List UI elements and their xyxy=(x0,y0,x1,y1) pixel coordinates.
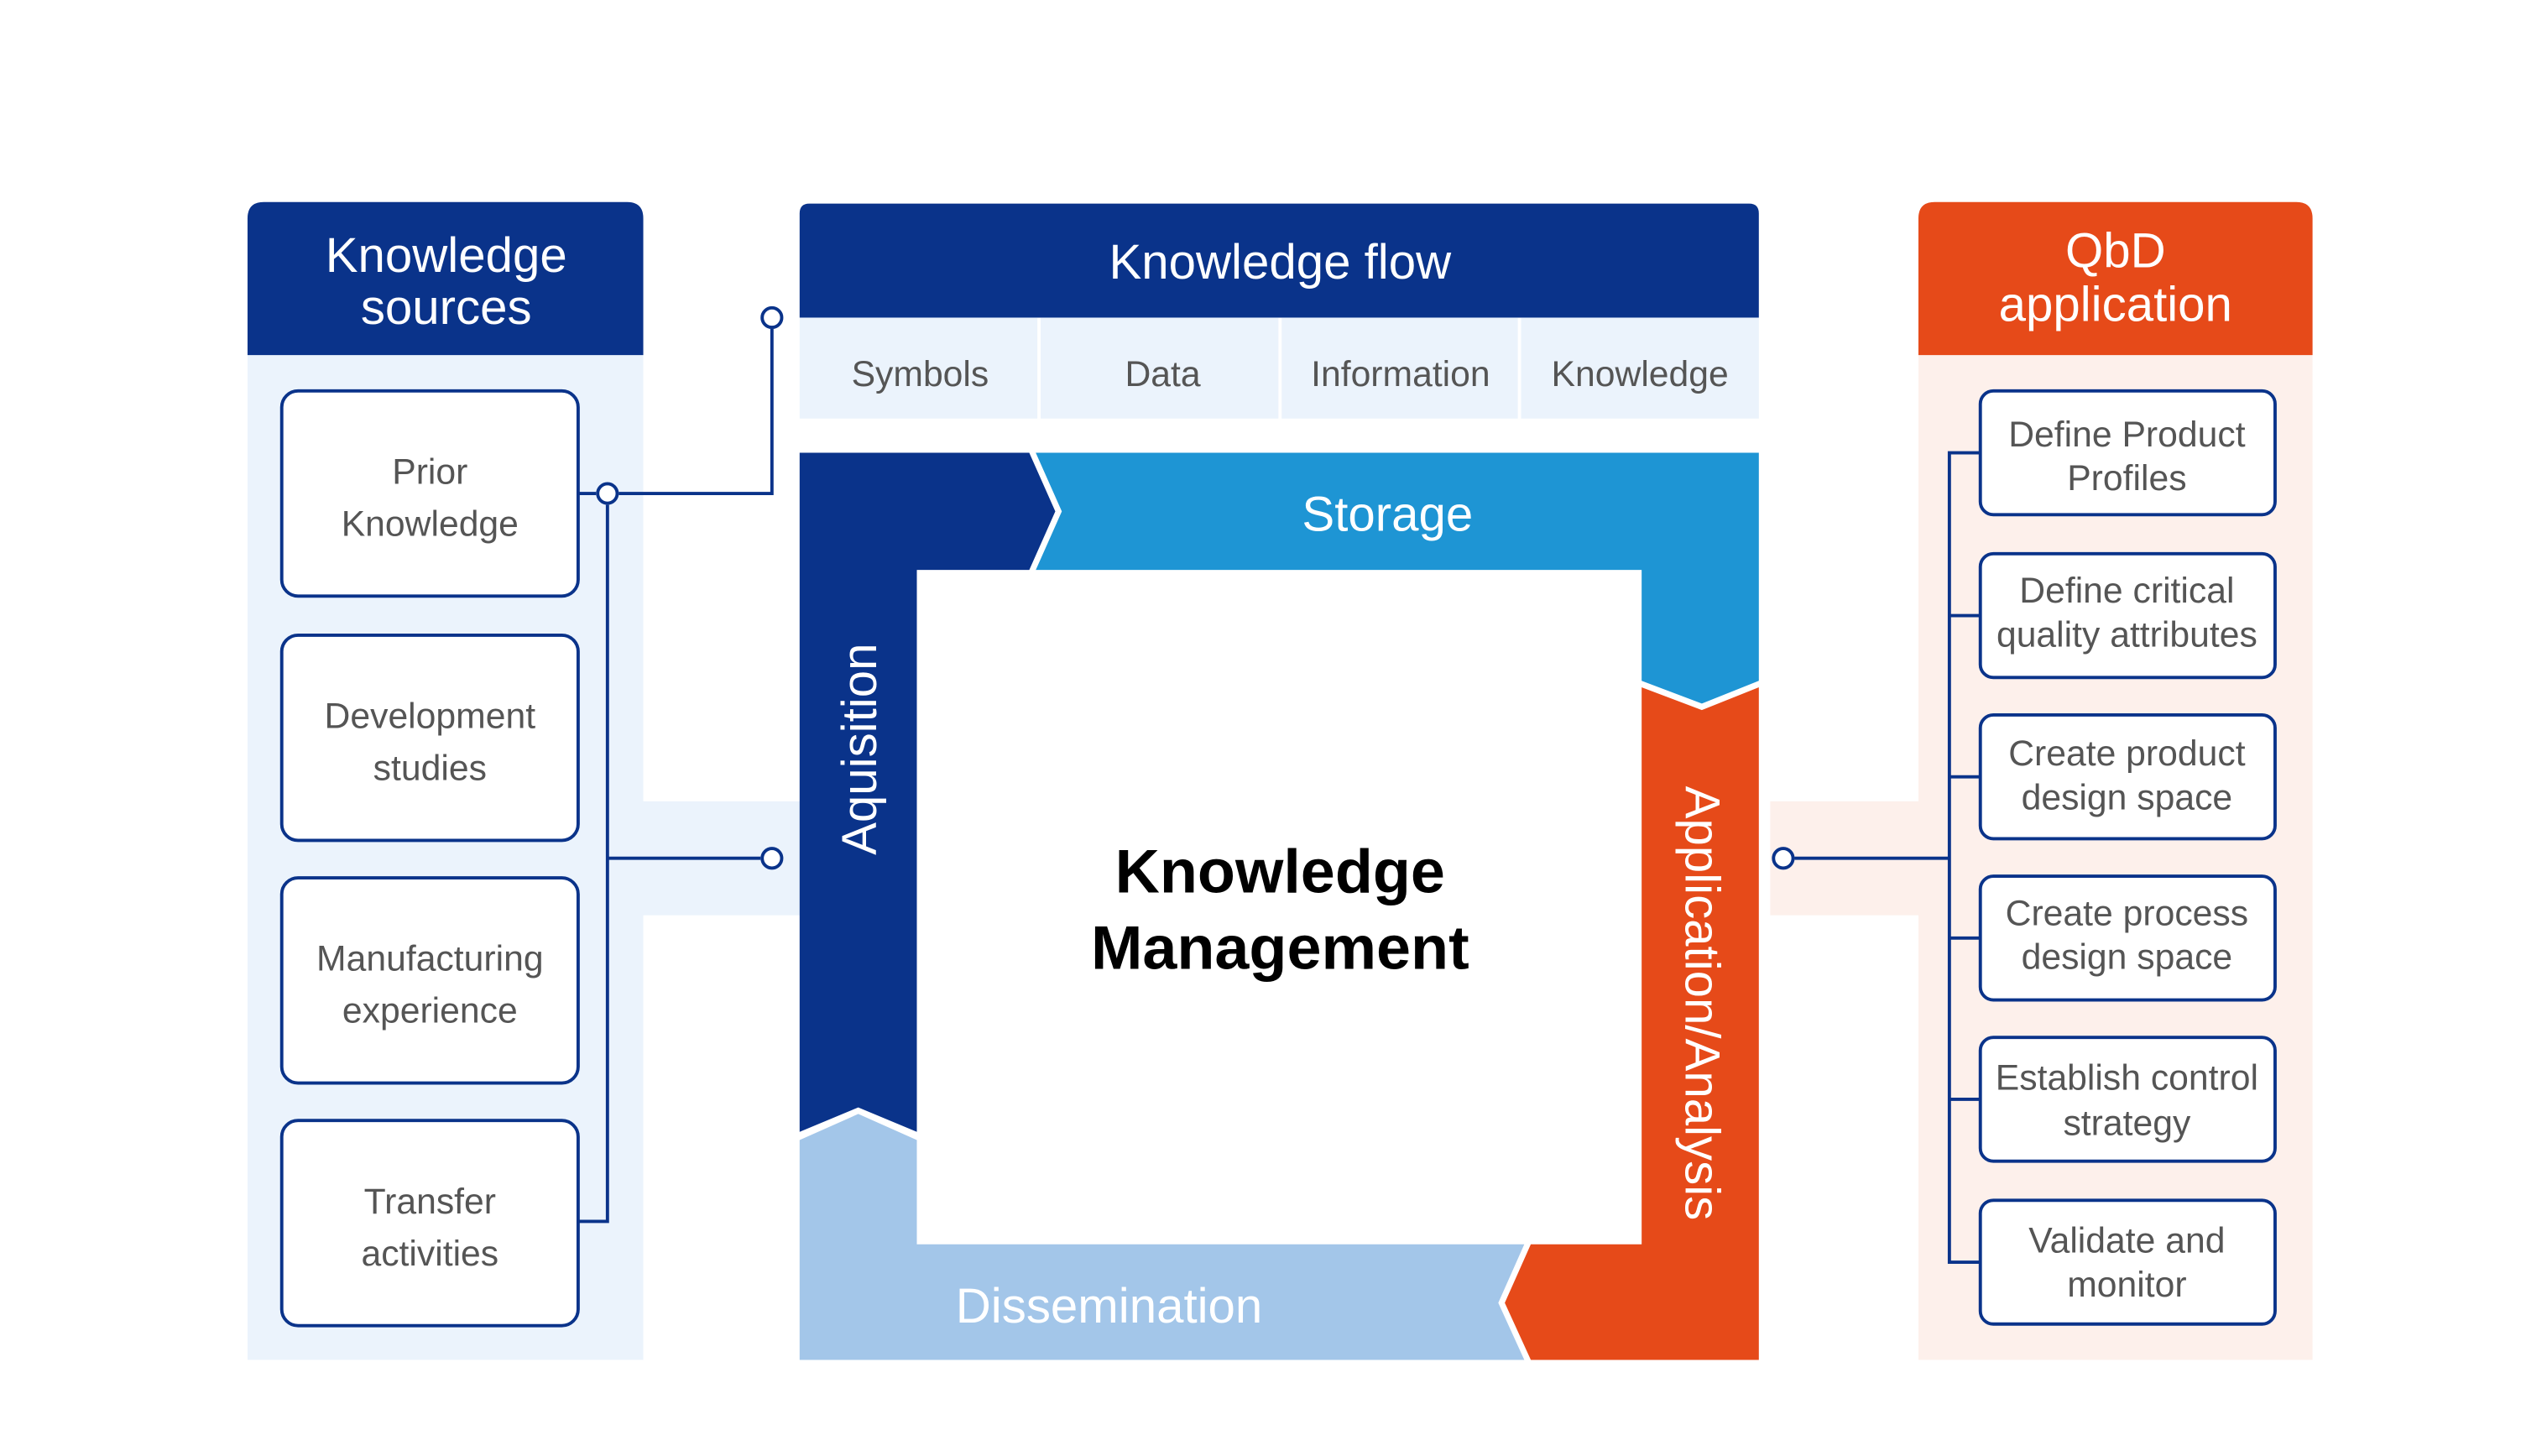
knowledge-management-cycle: Storage Dissemination Aquisition Applica… xyxy=(799,452,1759,1360)
qbd-connector-lines xyxy=(1794,451,1981,1264)
qbd-item-line2: monitor xyxy=(2067,1265,2186,1305)
qbd-item[interactable]: Create product design space xyxy=(1978,713,2277,841)
cycle-label-storage: Storage xyxy=(1302,488,1473,542)
source-item-line2: experience xyxy=(342,991,518,1031)
flow-stage-data: Data xyxy=(1125,354,1200,394)
knowledge-flow-title: Knowledge flow xyxy=(1109,235,1452,290)
source-item-line1: Transfer xyxy=(364,1182,496,1222)
qbd-item-line1: Create product xyxy=(2008,733,2246,774)
knowledge-sources-title-line1: Knowledge xyxy=(326,228,567,283)
qbd-title-line2: application xyxy=(1999,277,2232,331)
source-item[interactable]: Transfer activities xyxy=(279,1119,580,1328)
qbd-item-line2: strategy xyxy=(2063,1104,2191,1144)
center-title-line2: Management xyxy=(1091,913,1469,983)
knowledge-flow-stages: Symbols Data Information Knowledge xyxy=(799,317,1759,419)
source-item[interactable]: Development studies xyxy=(279,633,580,843)
connector-node-icon xyxy=(1772,847,1795,870)
qbd-item-line1: Validate and xyxy=(2028,1220,2225,1260)
qbd-item-line1: Define Product xyxy=(2008,415,2246,455)
flow-stage-cell xyxy=(799,317,1038,419)
knowledge-flow-panel: Knowledge flow Symbols Data Information … xyxy=(799,203,1759,419)
source-item-line2: studies xyxy=(373,749,487,789)
center-title-line1: Knowledge xyxy=(1115,836,1445,905)
cycle-segment-storage xyxy=(1036,452,1759,704)
flow-stage-cell xyxy=(1521,317,1759,419)
qbd-item-line2: design space xyxy=(2022,778,2233,818)
cycle-segment-acquisition xyxy=(799,452,1056,1132)
qbd-header xyxy=(1918,201,2313,356)
qbd-application-panel: QbD application Define Product Profiles … xyxy=(1770,201,2313,1360)
source-item-line1: Prior xyxy=(392,451,467,492)
flow-stage-knowledge: Knowledge xyxy=(1552,354,1729,394)
flow-stage-cell xyxy=(1281,317,1518,419)
source-item-line1: Development xyxy=(325,696,536,736)
cycle-label-application-analysis: Application/Analysis xyxy=(1674,786,1729,1221)
connector-node-icon xyxy=(596,482,619,505)
source-item-line2: Knowledge xyxy=(342,504,519,545)
knowledge-flow-header xyxy=(799,203,1759,318)
knowledge-sources-title-line2: sources xyxy=(361,280,532,335)
source-item[interactable]: Manufacturing experience xyxy=(279,876,580,1085)
qbd-item[interactable]: Validate and monitor xyxy=(1978,1198,2277,1326)
cycle-label-acquisition: Aquisition xyxy=(833,644,887,855)
qbd-title-line1: QbD xyxy=(2065,223,2166,278)
qbd-item[interactable]: Establish control strategy xyxy=(1978,1036,2277,1163)
cycle-segment-application-analysis xyxy=(1505,686,1759,1360)
source-item-line1: Manufacturing xyxy=(316,939,544,979)
qbd-item-line1: Define critical xyxy=(2019,571,2234,611)
qbd-item-line1: Create process xyxy=(2006,893,2248,933)
connector-node-icon xyxy=(760,847,784,870)
cycle-segment-dissemination xyxy=(799,1114,1525,1360)
cycle-label-dissemination: Dissemination xyxy=(956,1279,1263,1333)
cycle-center-area xyxy=(916,570,1642,1245)
knowledge-sources-panel: Knowledge sources Prior Knowledge Develo… xyxy=(247,201,801,1360)
source-item[interactable]: Prior Knowledge xyxy=(279,389,580,598)
source-item-line2: activities xyxy=(361,1234,498,1274)
sources-connector-lines xyxy=(577,329,774,1224)
qbd-item[interactable]: Define Product Profiles xyxy=(1978,389,2277,517)
qbd-item-line2: design space xyxy=(2022,937,2233,978)
qbd-item[interactable]: Create process design space xyxy=(1978,874,2277,1002)
qbd-item[interactable]: Define critical quality attributes xyxy=(1978,551,2277,680)
flow-stage-information: Information xyxy=(1311,354,1490,394)
qbd-item-line1: Establish control xyxy=(1996,1057,2258,1098)
flow-stage-cell xyxy=(1041,317,1279,419)
connector-node-icon xyxy=(760,305,784,330)
flow-stage-symbols: Symbols xyxy=(852,354,989,394)
knowledge-sources-header xyxy=(247,201,644,356)
qbd-item-line2: quality attributes xyxy=(1996,614,2257,655)
qbd-item-line2: Profiles xyxy=(2067,458,2186,498)
